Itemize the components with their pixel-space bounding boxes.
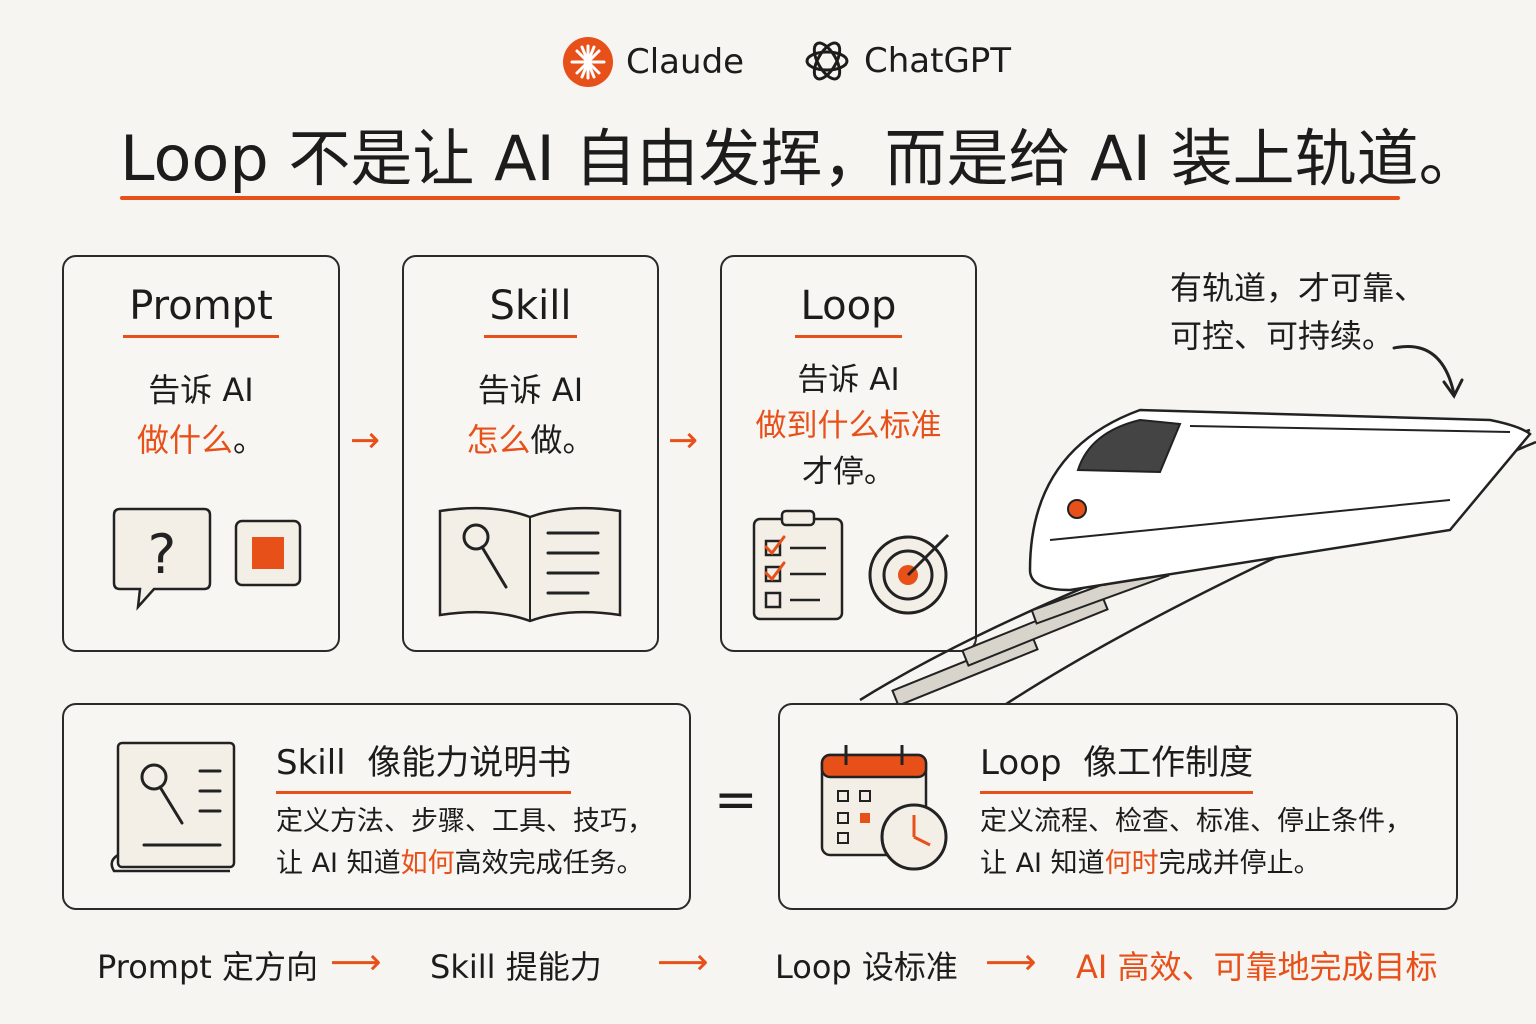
calendar-clock-icon [820, 745, 948, 871]
skill-box-title: Skill 像能力说明书 [276, 735, 572, 794]
flow-arrow-icon: ⟶ [985, 942, 1037, 983]
loop-box-title: Loop 像工作制度 [980, 735, 1254, 794]
skill-box-text: 定义方法、步骤、工具、技巧， 让 AI 知道如何高效完成任务。 [276, 806, 654, 879]
arrow-icon: → [668, 420, 699, 461]
brand-chatgpt: ChatGPT [802, 36, 1011, 86]
card-text: 告诉 AI 做到什么标准 才停。 [755, 362, 942, 490]
manual-book-icon [110, 741, 236, 873]
flow-arrow-icon: ⟶ [330, 942, 382, 983]
checklist-target-icon [752, 509, 950, 621]
question-bubble-icon: ? [112, 507, 302, 611]
headline: Loop 不是让 AI 自由发挥，而是给 AI 装上轨道。 [120, 122, 1481, 195]
equals-sign: = [714, 770, 758, 830]
flow-arrow-icon: ⟶ [657, 942, 709, 983]
flow-step-prompt: Prompt 定方向 [97, 948, 318, 986]
card-prompt: Prompt 告诉 AI 做什么。 ? [62, 255, 340, 652]
flow-step-loop: Loop 设标准 [775, 948, 958, 986]
open-book-icon [438, 506, 622, 623]
chatgpt-label: ChatGPT [864, 41, 1012, 81]
card-loop: Loop 告诉 AI 做到什么标准 才停。 [720, 255, 977, 652]
card-text: 告诉 AI 怎么做。 [466, 371, 595, 459]
flow-step-skill: Skill 提能力 [430, 948, 602, 986]
card-title: Loop [722, 283, 975, 338]
skill-explanation-box: Skill 像能力说明书 定义方法、步骤、工具、技巧， 让 AI 知道如何高效完… [62, 703, 691, 910]
arrow-icon: → [350, 420, 381, 461]
flow-step-result: AI 高效、可靠地完成目标 [1076, 948, 1438, 986]
brand-claude: Claude [562, 36, 744, 88]
card-title: Skill [404, 283, 657, 338]
card-title: Prompt [64, 283, 338, 338]
loop-explanation-box: Loop 像工作制度 定义流程、检查、标准、停止条件， 让 AI 知道何时完成并… [778, 703, 1458, 910]
train-on-tracks-illustration [859, 408, 1536, 710]
svg-text:?: ? [148, 523, 177, 586]
claude-logo-icon [563, 37, 613, 87]
headline-underline [120, 196, 1400, 200]
curved-arrow-icon [1392, 345, 1464, 399]
train-note: 有轨道，才可靠、 可控、可持续。 [1170, 269, 1427, 355]
chatgpt-logo-icon [805, 41, 849, 81]
claude-label: Claude [626, 42, 745, 82]
loop-box-text: 定义流程、检查、标准、停止条件， 让 AI 知道何时完成并停止。 [980, 806, 1412, 879]
card-text: 告诉 AI 做什么。 [136, 371, 266, 459]
card-skill: Skill 告诉 AI 怎么做。 [402, 255, 659, 652]
